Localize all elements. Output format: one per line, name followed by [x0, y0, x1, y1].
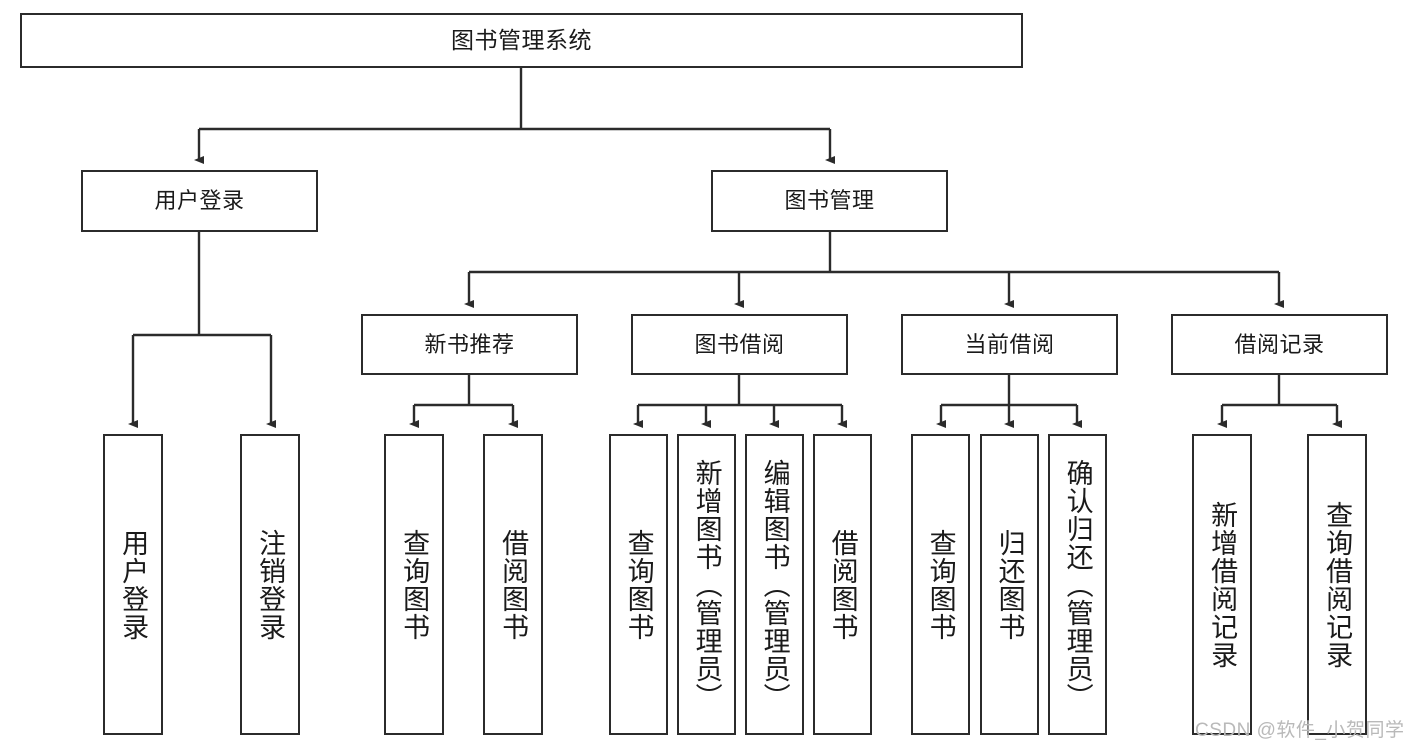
node-module-user-login[interactable]: 用户登录: [81, 170, 318, 232]
node-label: 查询图书: [399, 528, 430, 641]
node-label: 借阅图书: [498, 528, 529, 641]
node-leaf-current-return-book[interactable]: 归还图书: [980, 434, 1039, 735]
node-label: 编辑图书（管理员）: [759, 458, 790, 711]
node-submodule-current-borrow[interactable]: 当前借阅: [901, 314, 1118, 375]
node-label: 新增借阅记录: [1207, 500, 1238, 669]
node-submodule-borrow-record[interactable]: 借阅记录: [1171, 314, 1388, 375]
node-leaf-current-confirm-return-admin[interactable]: 确认归还（管理员）: [1048, 434, 1107, 735]
node-label: 新书推荐: [424, 331, 515, 357]
node-root-system[interactable]: 图书管理系统: [20, 13, 1023, 68]
node-leaf-record-query-record[interactable]: 查询借阅记录: [1307, 434, 1367, 735]
node-leaf-user-login-login[interactable]: 用户登录: [103, 434, 163, 735]
node-label: 注销登录: [255, 528, 286, 641]
node-leaf-borrow-edit-book-admin[interactable]: 编辑图书（管理员）: [745, 434, 804, 735]
node-label: 借阅图书: [827, 528, 858, 641]
node-leaf-recommend-borrow-book[interactable]: 借阅图书: [483, 434, 543, 735]
node-label: 图书管理: [784, 188, 875, 213]
node-label: 图书管理系统: [451, 27, 592, 53]
node-leaf-borrow-borrow-book[interactable]: 借阅图书: [813, 434, 872, 735]
csdn-watermark: CSDN @软件_小贺同学: [1195, 720, 1405, 741]
node-label: 借阅记录: [1234, 331, 1325, 357]
node-leaf-current-query-book[interactable]: 查询图书: [911, 434, 970, 735]
node-label: 新增图书（管理员）: [691, 458, 722, 711]
node-leaf-record-add-record[interactable]: 新增借阅记录: [1192, 434, 1252, 735]
node-leaf-borrow-add-book-admin[interactable]: 新增图书（管理员）: [677, 434, 736, 735]
node-label: 图书借阅: [694, 331, 785, 357]
node-leaf-user-login-logout[interactable]: 注销登录: [240, 434, 300, 735]
node-label: 查询借阅记录: [1322, 500, 1353, 669]
node-label: 当前借阅: [964, 331, 1055, 357]
node-module-book-management[interactable]: 图书管理: [711, 170, 948, 232]
node-leaf-recommend-query-book[interactable]: 查询图书: [384, 434, 444, 735]
node-submodule-new-book-recommend[interactable]: 新书推荐: [361, 314, 578, 375]
node-label: 确认归还（管理员）: [1062, 458, 1093, 711]
node-label: 归还图书: [994, 528, 1025, 641]
node-submodule-book-borrow[interactable]: 图书借阅: [631, 314, 848, 375]
node-leaf-borrow-query-book[interactable]: 查询图书: [609, 434, 668, 735]
node-label: 用户登录: [118, 528, 149, 641]
node-label: 查询图书: [925, 528, 956, 641]
node-label: 查询图书: [623, 528, 654, 641]
node-label: 用户登录: [154, 188, 245, 213]
